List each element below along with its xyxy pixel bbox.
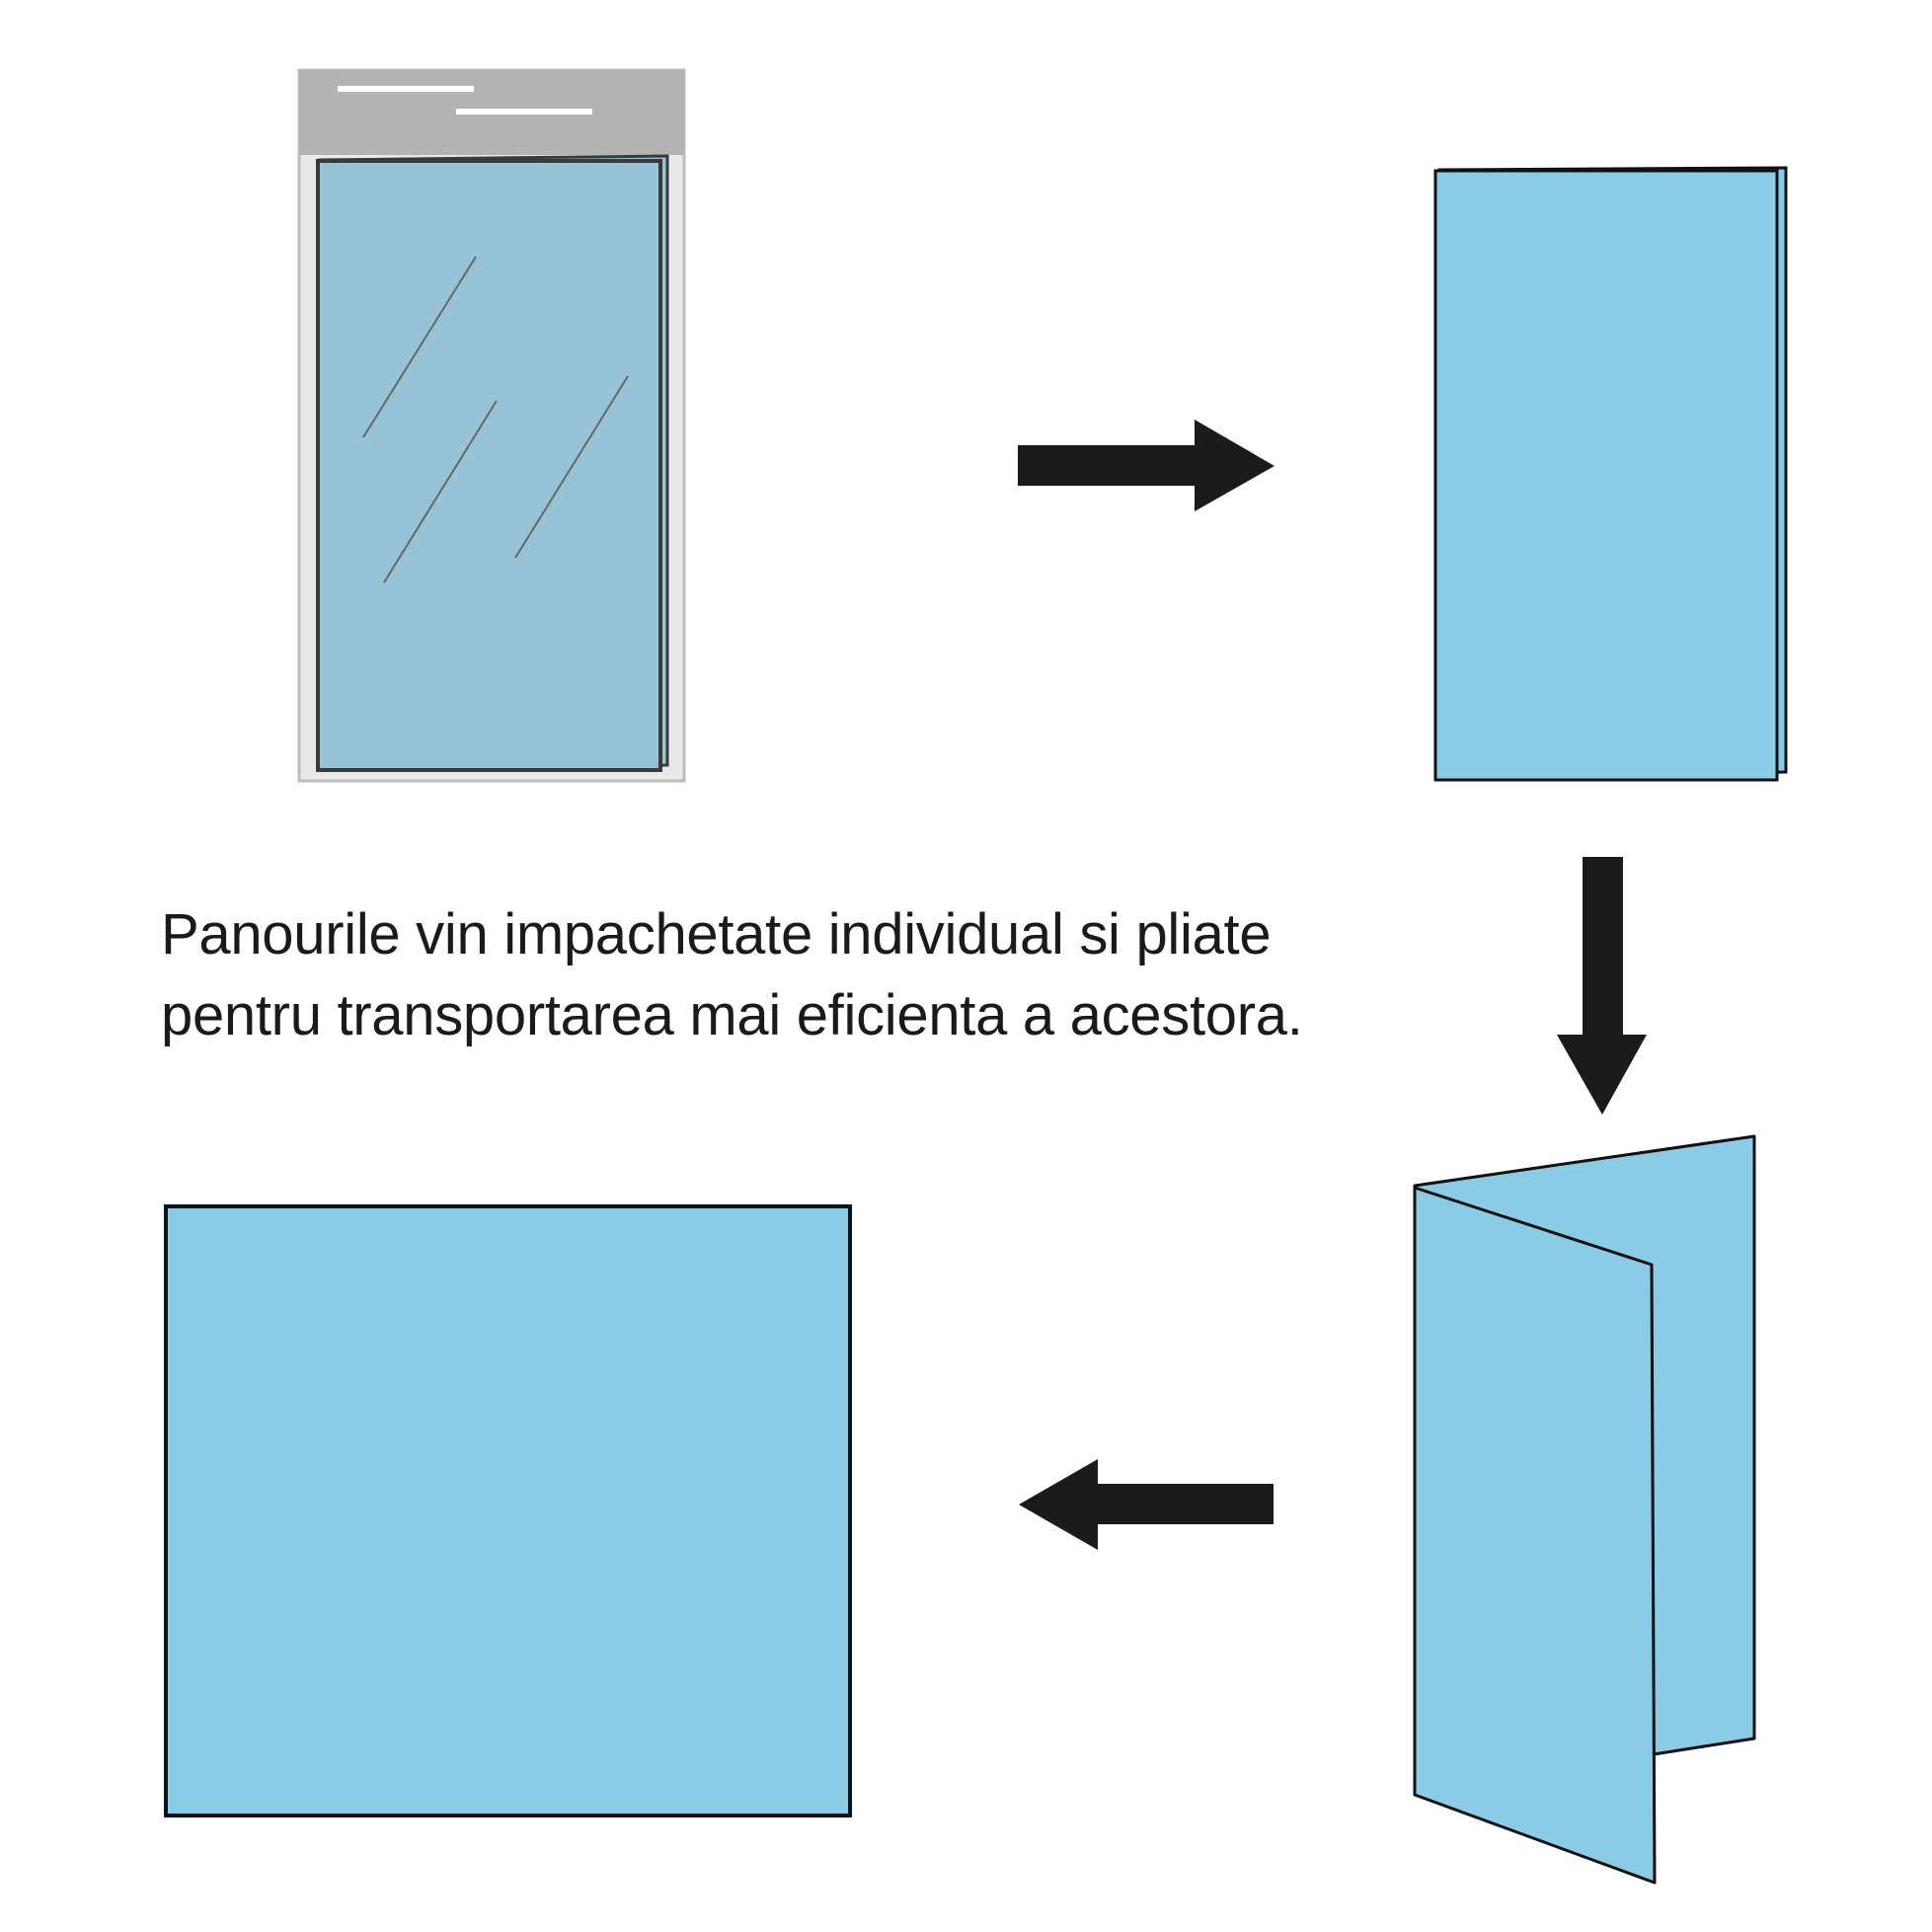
unfolding-panel xyxy=(1413,1134,1756,1885)
flat-panel xyxy=(164,1204,852,1817)
caption: Panourile vin impachetate individual si … xyxy=(161,894,1444,1056)
folded-panel-front-sheet xyxy=(1433,169,1779,782)
packaged-panel xyxy=(297,68,686,783)
folded-panel xyxy=(1433,166,1788,782)
unfolding-panel-front-sheet xyxy=(1413,1186,1657,1885)
caption-line-1: Panourile vin impachetate individual si … xyxy=(161,902,1272,966)
glare-line-2 xyxy=(383,400,498,583)
glare-line-1 xyxy=(362,256,477,438)
arrow-down-icon xyxy=(1557,857,1647,1115)
glare-line-3 xyxy=(514,375,629,559)
arrow-left-icon xyxy=(1019,1459,1274,1550)
arrow-right-icon xyxy=(1018,420,1275,511)
packaged-panel-front-sheet xyxy=(316,159,662,772)
caption-line-2: pentru transportarea mai eficienta a ace… xyxy=(161,983,1303,1047)
